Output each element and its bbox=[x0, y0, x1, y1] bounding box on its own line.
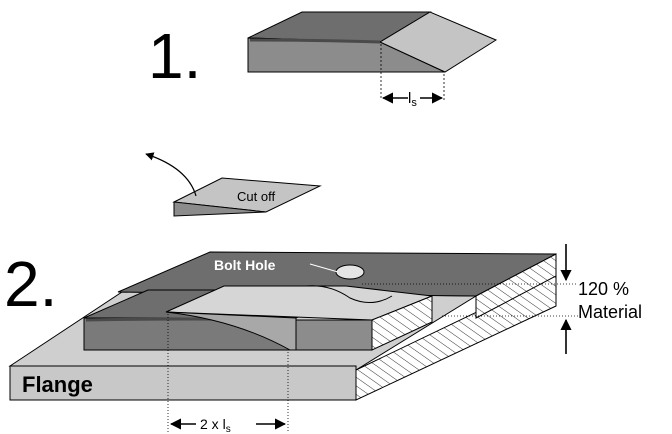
flange-label: Flange bbox=[22, 372, 93, 397]
material-percent-label: 120 % bbox=[578, 279, 629, 299]
cut-off-piece: Cut off bbox=[145, 152, 322, 217]
cut-off-label: Cut off bbox=[237, 189, 275, 204]
upper-plate-side-hatch bbox=[372, 296, 432, 350]
flange-side-hatch bbox=[356, 274, 556, 400]
material-word-label: Material bbox=[578, 302, 642, 322]
step1-ls-label: ls bbox=[408, 90, 417, 109]
bolt-hole bbox=[335, 264, 365, 280]
cutoff-side-face bbox=[173, 201, 267, 217]
transition-curve bbox=[305, 285, 393, 303]
bolt-hole-label: Bolt Hole bbox=[214, 257, 276, 273]
step-1-number: 1. bbox=[148, 20, 201, 92]
step-2-assembly: Bolt Hole Flange 120 % Material 2 x ls bbox=[8, 244, 642, 434]
upper-plate-front bbox=[295, 319, 373, 351]
bolt-hole-leader bbox=[309, 263, 339, 273]
step-1-plate: ls bbox=[247, 11, 498, 109]
upper-plate-bevel bbox=[165, 311, 297, 351]
back-plate-side-hatch bbox=[476, 254, 556, 318]
upper-plate-top bbox=[165, 285, 433, 321]
step1-bevel-face bbox=[378, 11, 498, 73]
twox-ls-label: 2 x ls bbox=[200, 416, 231, 434]
step1-rounded-edge bbox=[249, 38, 381, 44]
step-2-number: 2. bbox=[4, 248, 57, 320]
cutoff-curved-arrow bbox=[145, 152, 197, 197]
